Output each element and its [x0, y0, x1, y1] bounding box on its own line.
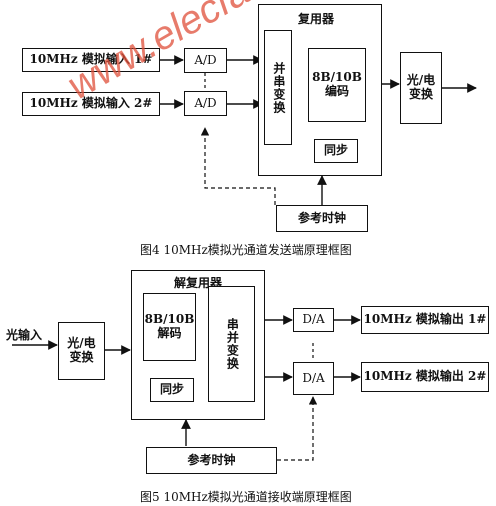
serial-parallel-converter-label: 串并变换 [225, 318, 240, 370]
sync-label-top: 同步 [323, 143, 348, 158]
dashed-clock-to-dac [277, 396, 318, 461]
optical-electrical-converter-bottom: 光/电 变换 [58, 322, 105, 380]
dac-1-box: D/A [293, 308, 334, 332]
dac-1-label: D/A [302, 312, 325, 327]
analog-input-2-label: 10MHz 模拟输入 2# [29, 96, 153, 111]
reference-clock-box-top: 参考时钟 [276, 205, 368, 232]
analog-output-1-label: 10MHz 模拟输出 1# [363, 312, 487, 327]
parallel-serial-converter-box: 并串变换 [264, 30, 292, 145]
reference-clock-label-bottom: 参考时钟 [187, 452, 236, 467]
decoder-8b10b-box: 8B/10B 解码 [143, 293, 196, 361]
multiplexer-title: 复用器 [298, 12, 335, 26]
reference-clock-box-bottom: 参考时钟 [146, 447, 277, 474]
optical-top-line2: 变换 [408, 87, 433, 101]
decoder-line2: 解码 [157, 326, 182, 340]
dashed-clock-to-adc [200, 127, 276, 205]
analog-input-1-box: 10MHz 模拟输入 1# [22, 48, 160, 72]
analog-input-2-box: 10MHz 模拟输入 2# [22, 92, 160, 116]
encoder-line2: 编码 [324, 84, 349, 98]
optical-electrical-converter-top: 光/电 变换 [400, 52, 442, 124]
reference-clock-label-top: 参考时钟 [297, 210, 346, 225]
figure-5-caption: 图5 10MHz模拟光通道接收端原理框图 [140, 490, 352, 504]
optical-bottom-line1: 光/电 [67, 336, 96, 351]
optical-bottom-line2: 变换 [69, 350, 94, 364]
encoder-8b10b-box: 8B/10B 编码 [308, 48, 366, 122]
analog-output-2-label: 10MHz 模拟输出 2# [363, 369, 487, 384]
sync-label-bottom: 同步 [159, 382, 184, 397]
analog-output-1-box: 10MHz 模拟输出 1# [361, 306, 489, 334]
encoder-line1: 8B/10B [312, 70, 362, 85]
optical-input-label: 光输入 [6, 328, 43, 342]
adc-1-box: A/D [184, 48, 227, 73]
adc-2-box: A/D [184, 91, 227, 116]
dac-2-label: D/A [302, 370, 325, 385]
adc-2-label: A/D [194, 95, 217, 110]
analog-output-2-box: 10MHz 模拟输出 2# [361, 362, 489, 392]
optical-top-line1: 光/电 [406, 73, 436, 88]
dac-2-box: D/A [293, 362, 334, 395]
sync-box-top: 同步 [314, 139, 358, 163]
figure-4-caption: 图4 10MHz模拟光通道发送端原理框图 [140, 243, 352, 257]
analog-input-1-label: 10MHz 模拟输入 1# [29, 52, 153, 67]
serial-parallel-converter-box: 串并变换 [208, 286, 255, 402]
decoder-line1: 8B/10B [144, 312, 195, 327]
parallel-serial-converter-label: 并串变换 [271, 61, 286, 114]
sync-box-bottom: 同步 [150, 378, 194, 402]
adc-1-label: A/D [194, 52, 217, 67]
